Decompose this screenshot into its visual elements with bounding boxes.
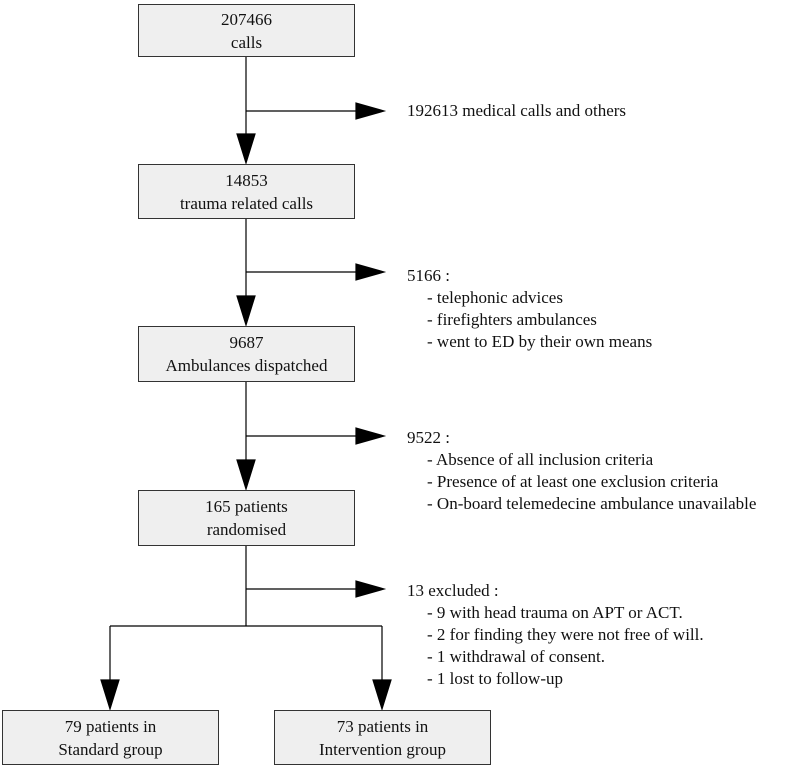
list-item: - Absence of all inclusion criteria	[427, 450, 654, 469]
exclusion-note-dispatch: 9522 : - Absence of all inclusion criter…	[407, 427, 756, 515]
exclusion-trauma-head: 5166 :	[407, 266, 450, 285]
exclusion-randomisation-list: - 9 with head trauma on APT or ACT. - 2 …	[407, 602, 704, 690]
list-item: - firefighters ambulances	[427, 310, 597, 329]
exclusion-dispatch-head: 9522 :	[407, 428, 450, 447]
standard-group-count: 79 patients in	[64, 716, 157, 736]
arrowhead-standard	[100, 679, 120, 712]
list-item: - 9 with head trauma on APT or ACT.	[427, 603, 683, 622]
exclusion-trauma-list: - telephonic advices - firefighters ambu…	[407, 287, 652, 353]
randomised-count: 165 patients	[205, 497, 288, 516]
list-item: - Presence of at least one exclusion cri…	[427, 472, 719, 491]
list-item: - On-board telemedecine ambulance unavai…	[427, 494, 757, 513]
calls-box: 207466 calls	[138, 4, 355, 57]
list-item: - 1 withdrawal of consent.	[427, 647, 605, 666]
intervention-group-label: Intervention group	[319, 739, 446, 759]
arrowhead-exclusion-medical	[355, 102, 387, 120]
list-item: - telephonic advices	[427, 288, 563, 307]
exclusion-randomisation-head: 13 excluded :	[407, 581, 499, 600]
arrowhead-exclusion-dispatch	[355, 427, 387, 445]
arrowhead-randomised	[236, 459, 256, 492]
trauma-calls-count: 14853	[225, 170, 268, 190]
ambulances-label: Ambulances dispatched	[165, 356, 328, 375]
ambulances-count: 9687	[229, 333, 264, 352]
list-item: - 1 lost to follow-up	[427, 669, 563, 688]
exclusion-note-trauma: 5166 : - telephonic advices - firefighte…	[407, 265, 652, 353]
trauma-calls-label: trauma related calls	[179, 193, 314, 213]
intervention-group-box: 73 patients in Intervention group	[274, 710, 491, 765]
calls-label: calls	[230, 32, 263, 52]
standard-group-box: 79 patients in Standard group	[2, 710, 219, 765]
exclusion-note-randomisation: 13 excluded : - 9 with head trauma on AP…	[407, 580, 704, 690]
list-item: - went to ED by their own means	[427, 332, 653, 351]
exclusion-medical-head: 192613 medical calls and others	[407, 101, 627, 120]
arrowhead-exclusion-randomisation	[355, 580, 387, 598]
list-item: - 2 for finding they were not free of wi…	[427, 625, 704, 644]
standard-group-label: Standard group	[58, 739, 163, 759]
exclusion-note-medical: 192613 medical calls and others	[407, 100, 626, 122]
arrowhead-intervention	[372, 679, 392, 712]
randomised-box: 165 patients randomised	[138, 490, 355, 546]
trauma-calls-box: 14853 trauma related calls	[138, 164, 355, 219]
randomised-label: randomised	[206, 520, 287, 539]
arrowhead-trauma	[236, 133, 256, 166]
ambulances-box: 9687 Ambulances dispatched	[138, 326, 355, 382]
intervention-group-count: 73 patients in	[336, 716, 429, 736]
arrowhead-exclusion-trauma	[355, 263, 387, 281]
arrowhead-ambulances	[236, 295, 256, 328]
exclusion-dispatch-list: - Absence of all inclusion criteria - Pr…	[407, 449, 756, 515]
calls-count: 207466	[221, 9, 272, 29]
